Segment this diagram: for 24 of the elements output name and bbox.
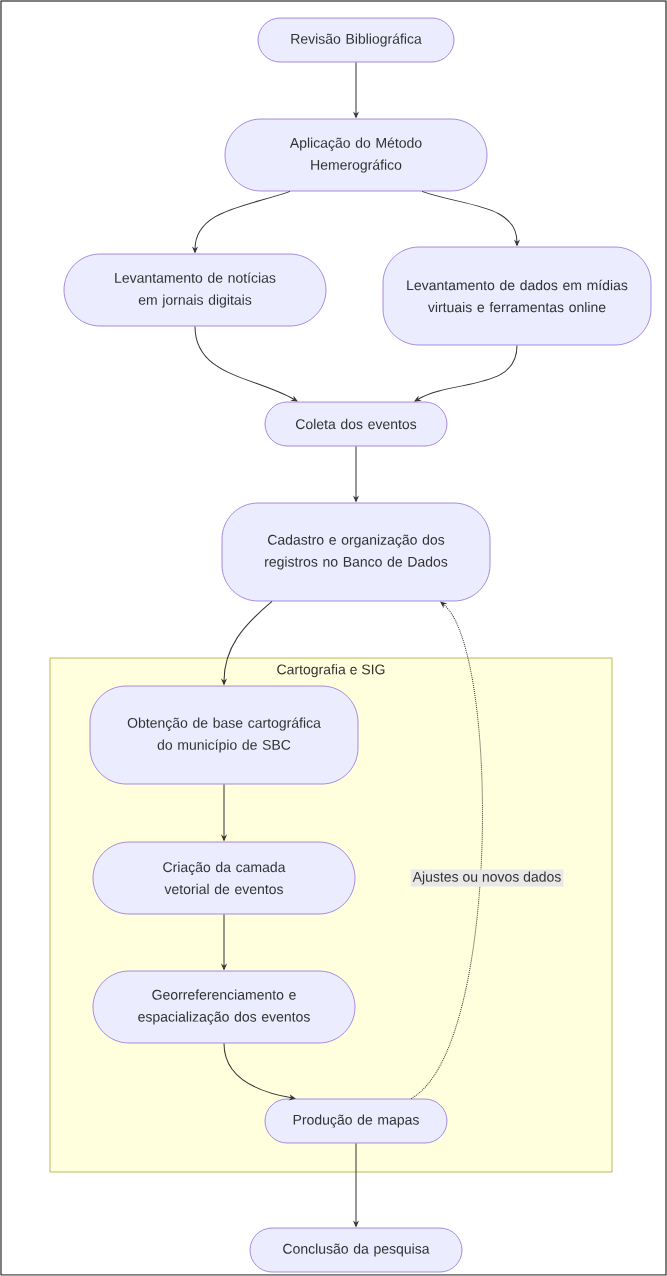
process-box: Aplicação do Método Hemerográfico (224, 118, 488, 192)
arrow (410, 601, 483, 1100)
process-box: Criação da camada vetorial de eventos (92, 841, 356, 915)
arrow (221, 913, 227, 970)
arrow (353, 1142, 359, 1227)
process-box: Georreferenciamento e espacialização dos eventos (92, 970, 356, 1044)
arrow (414, 344, 518, 402)
arrow (223, 1042, 296, 1100)
process-box: Levantamento de dados em mídias virtuais e ferramentas online (382, 246, 652, 346)
process-box: Produção de mapas (264, 1098, 448, 1144)
process-box: Obtenção de base cartográfica do município de SBC (89, 685, 359, 785)
process-box: Levantamento de notícias em jornais digitais (63, 253, 327, 327)
process-box: Conclusão da pesquisa (249, 1227, 463, 1273)
edge-label: Ajustes ou novos dados (410, 869, 564, 887)
arrow (353, 61, 359, 118)
arrow (194, 325, 298, 402)
process-box: Coleta dos eventos (264, 401, 448, 447)
arrow (221, 783, 227, 841)
arrow (221, 600, 273, 685)
process-box: Cadastro e organização dos registros no Banco de Dados (221, 502, 491, 602)
process-box: Revisão Bibliográfica (257, 17, 455, 63)
arrow (192, 190, 291, 253)
arrow (353, 445, 359, 502)
arrow (421, 190, 520, 246)
